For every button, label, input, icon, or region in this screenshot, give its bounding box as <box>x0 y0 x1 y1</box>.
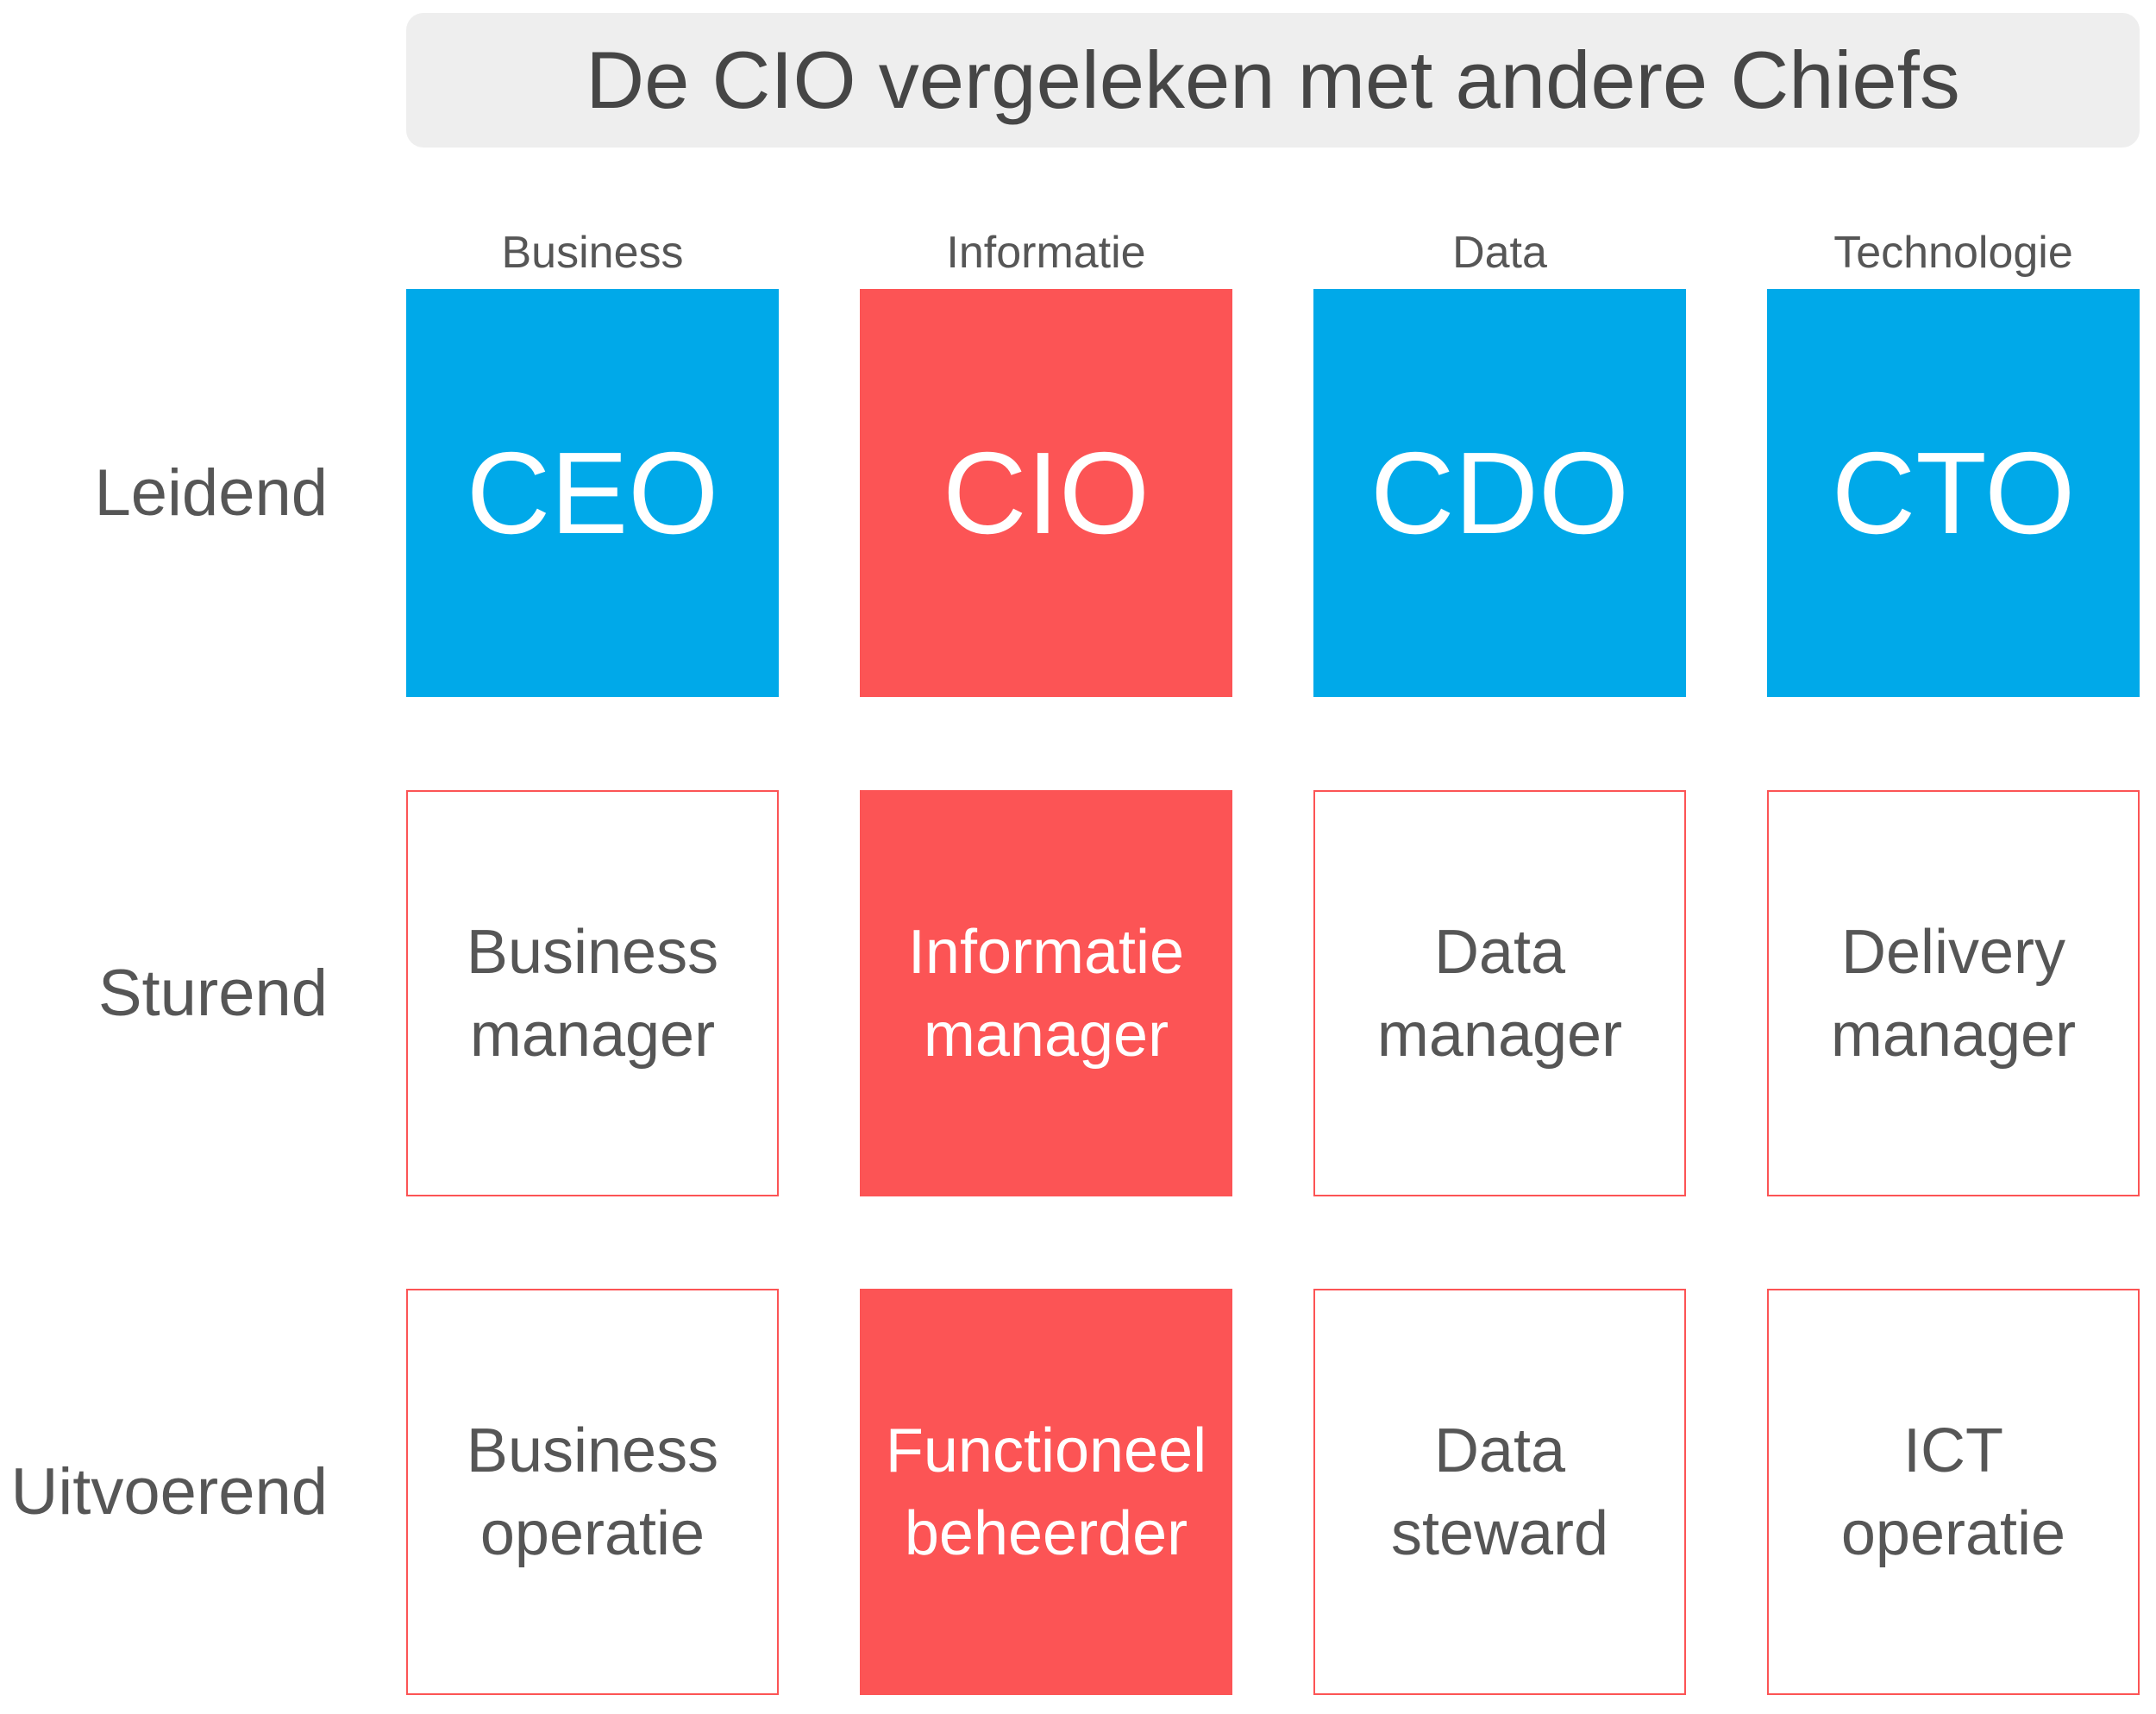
role-box-business-manager: Business manager <box>406 790 779 1196</box>
chief-box-cdo: CDO <box>1313 289 1686 697</box>
row-label-uitvoerend: Uitvoerend <box>10 1455 328 1529</box>
chief-box-cio: CIO <box>860 289 1232 697</box>
chief-label-ceo: CEO <box>466 428 719 558</box>
role-box-business-operatie: Business operatie <box>406 1289 779 1695</box>
chief-box-cto: CTO <box>1767 289 2140 697</box>
role-label-data-manager: Data manager <box>1376 917 1623 1070</box>
role-label-data-steward: Data steward <box>1390 1416 1609 1568</box>
role-label-business-operatie: Business operatie <box>466 1416 719 1568</box>
column-header-technologie: Technologie <box>1833 228 2073 278</box>
row-label-leidend: Leidend <box>94 456 329 530</box>
role-box-data-manager: Data manager <box>1313 790 1686 1196</box>
chief-label-cio: CIO <box>942 428 1150 558</box>
column-header-data: Data <box>1452 228 1547 278</box>
page-title: De CIO vergeleken met andere Chiefs <box>586 35 1960 125</box>
chief-box-ceo: CEO <box>406 289 779 697</box>
role-label-informatie-manager: Informatie manager <box>907 917 1185 1070</box>
role-label-delivery-manager: Delivery manager <box>1830 917 2077 1070</box>
role-box-ict-operatie: ICT operatie <box>1767 1289 2140 1695</box>
role-label-business-manager: Business manager <box>466 917 719 1070</box>
role-box-functioneel-beheerder: Functioneel beheerder <box>860 1289 1232 1695</box>
role-label-ict-operatie: ICT operatie <box>1840 1416 2066 1568</box>
chief-label-cdo: CDO <box>1370 428 1629 558</box>
column-header-business: Business <box>501 228 684 278</box>
role-label-functioneel-beheerder: Functioneel beheerder <box>885 1416 1207 1568</box>
role-box-delivery-manager: Delivery manager <box>1767 790 2140 1196</box>
title-bar: De CIO vergeleken met andere Chiefs <box>406 13 2140 148</box>
column-header-informatie: Informatie <box>946 228 1146 278</box>
role-box-informatie-manager: Informatie manager <box>860 790 1232 1196</box>
row-label-sturend: Sturend <box>97 957 328 1030</box>
role-box-data-steward: Data steward <box>1313 1289 1686 1695</box>
chief-label-cto: CTO <box>1831 428 2076 558</box>
